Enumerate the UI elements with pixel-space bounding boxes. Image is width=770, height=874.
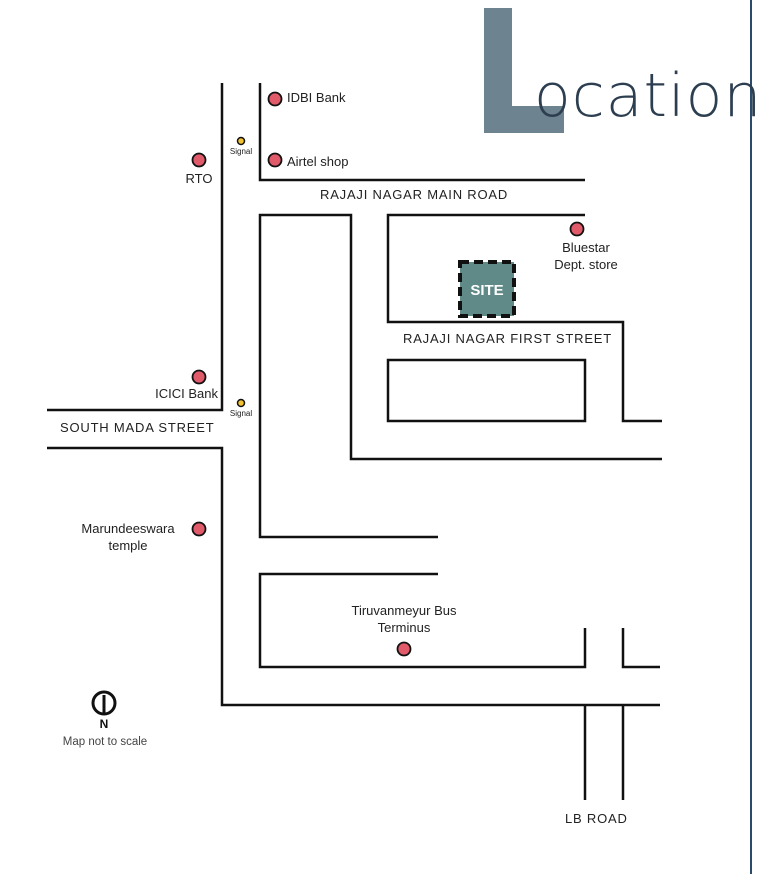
landmark-label-idbi: IDBI Bank <box>287 90 346 105</box>
landmark-label-marundeeswara-2: temple <box>108 538 147 553</box>
page-title: ocation <box>484 8 764 133</box>
landmark-label-airtel: Airtel shop <box>287 154 348 169</box>
road-edge <box>258 572 587 669</box>
landmark-label-rto: RTO <box>186 171 213 186</box>
road-edge <box>386 213 662 423</box>
signal-icon <box>236 398 246 408</box>
landmark-marker-icon <box>267 91 283 107</box>
landmark-label-bluestar-2: Dept. store <box>554 257 618 272</box>
road-edge <box>258 213 662 539</box>
road-label-main: RAJAJI NAGAR MAIN ROAD <box>320 187 508 202</box>
landmark-label-bus-2: Terminus <box>378 620 431 635</box>
landmark-marker-icon <box>267 152 283 168</box>
road-label-mada: SOUTH MADA STREET <box>60 420 214 435</box>
landmark-marker-icon <box>396 641 412 657</box>
signal-icon <box>236 136 246 146</box>
road-edge <box>47 83 224 412</box>
signal-label: Signal <box>230 409 252 418</box>
landmark-marker-icon <box>191 521 207 537</box>
north-compass: N Map not to scale <box>63 690 147 748</box>
landmark-label-icici: ICICI Bank <box>155 386 218 401</box>
title-text: ocation <box>534 61 763 131</box>
site-label: SITE <box>470 282 503 299</box>
scale-note: Map not to scale <box>63 736 147 748</box>
road-label-lb: LB ROAD <box>565 811 628 826</box>
road-edge <box>621 628 660 669</box>
road-label-first: RAJAJI NAGAR FIRST STREET <box>403 331 612 346</box>
landmark-marker-icon <box>191 369 207 385</box>
title-big-letter <box>484 8 564 133</box>
road-edge <box>258 83 585 182</box>
landmark-label-bus-1: Tiruvanmeyur Bus <box>352 603 457 618</box>
compass-label: N <box>100 717 109 731</box>
page-edge-line <box>750 0 752 874</box>
signal-label: Signal <box>230 147 252 156</box>
road-network <box>47 83 662 800</box>
landmark-marker-icon <box>569 221 585 237</box>
site-box <box>458 260 516 318</box>
landmark-label-marundeeswara-1: Marundeeswara <box>81 521 175 536</box>
landmark-marker-icon <box>191 152 207 168</box>
block-outline <box>386 358 587 423</box>
road-edge <box>47 446 660 707</box>
landmark-label-bluestar-1: Bluestar <box>562 240 610 255</box>
site-marker: SITE <box>458 260 516 318</box>
